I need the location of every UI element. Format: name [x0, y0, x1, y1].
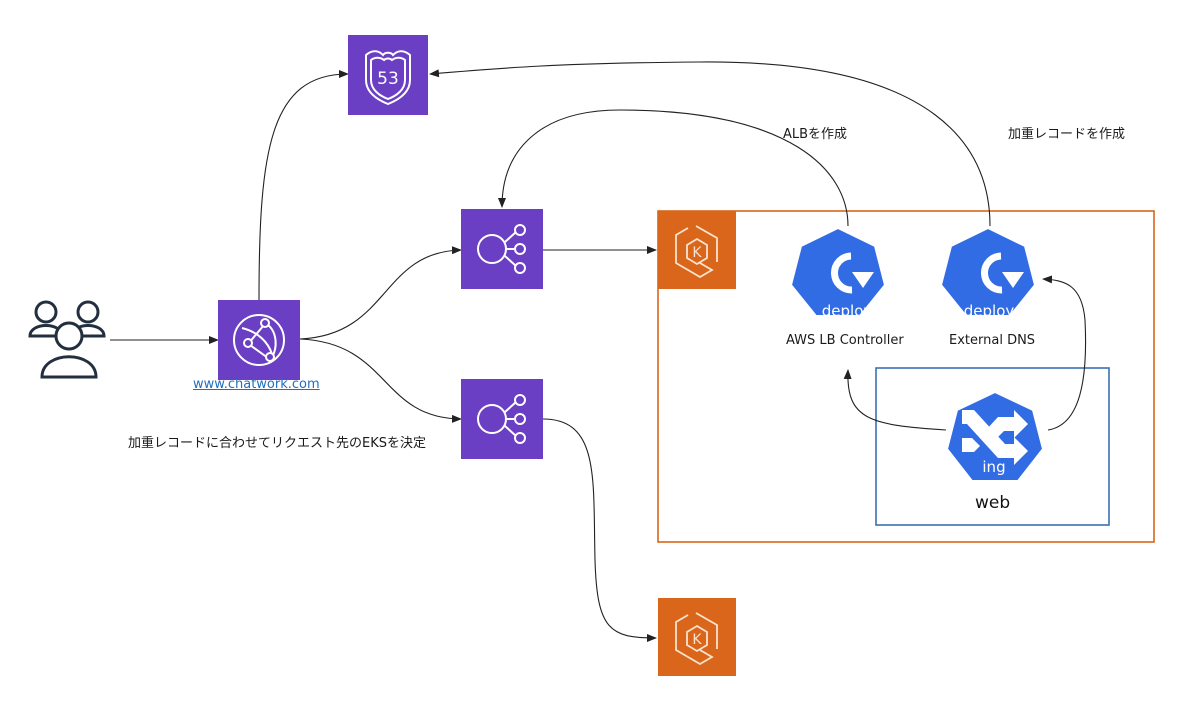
deploy-badge: deploy: [822, 302, 873, 320]
ingress-icon: [962, 410, 1028, 465]
aws-lb-controller-label: AWS LB Controller: [786, 333, 904, 348]
deploy-badge: deploy: [964, 302, 1015, 320]
deploy-icon: [981, 252, 1024, 294]
eks-letter: K: [692, 632, 702, 648]
edge-ingress-to-externaldns: [1042, 275, 1087, 431]
deploy-icon: [831, 252, 874, 294]
route53-icon: [365, 50, 411, 106]
eks-primary-node[interactable]: K: [658, 211, 736, 289]
users-icon: [28, 300, 106, 379]
cloudfront-domain-link[interactable]: www.chatwork.com: [193, 377, 320, 392]
edge-cloudfront-to-alb-primary: [299, 246, 462, 340]
cloudfront-icon: [233, 314, 285, 366]
eks-icon: [675, 612, 718, 666]
edge-lbcontroller-to-alb: [498, 109, 849, 227]
edge-externaldns-to-route53: [429, 61, 991, 227]
route53-badge: 53: [377, 69, 399, 89]
namespace-web-label: web: [975, 493, 1011, 513]
edge-ingress-to-lbcontroller: [843, 369, 947, 431]
edge-cloudfront-to-route53: [258, 70, 349, 301]
aws-lb-controller-node[interactable]: deploy: [789, 226, 887, 320]
eks-cluster-boundary: [657, 210, 1155, 543]
namespace-web-boundary: [875, 367, 1110, 526]
route53-node[interactable]: 53: [348, 35, 428, 115]
elb-icon: [477, 224, 526, 274]
alb-create-annotation: ALBを作成: [783, 127, 848, 142]
eks-icon: [675, 225, 718, 279]
ingress-node[interactable]: ing: [945, 390, 1045, 482]
eks-secondary-node[interactable]: K: [658, 598, 736, 676]
edge-cloudfront-to-alb-secondary: [299, 338, 462, 423]
cloudfront-node[interactable]: [218, 300, 300, 380]
external-dns-label: External DNS: [949, 333, 1036, 348]
external-dns-node[interactable]: deploy: [939, 226, 1037, 320]
alb-secondary-node[interactable]: [461, 379, 543, 459]
ingress-badge: ing: [982, 458, 1005, 476]
alb-primary-node[interactable]: [461, 209, 543, 289]
edge-alb-secondary-to-eks-secondary: [542, 418, 657, 642]
routing-note-annotation: 加重レコードに合わせてリクエスト先のEKSを決定: [128, 436, 426, 451]
eks-letter: K: [692, 245, 702, 261]
weighted-record-create-annotation: 加重レコードを作成: [1008, 127, 1126, 142]
elb-icon: [477, 394, 526, 444]
